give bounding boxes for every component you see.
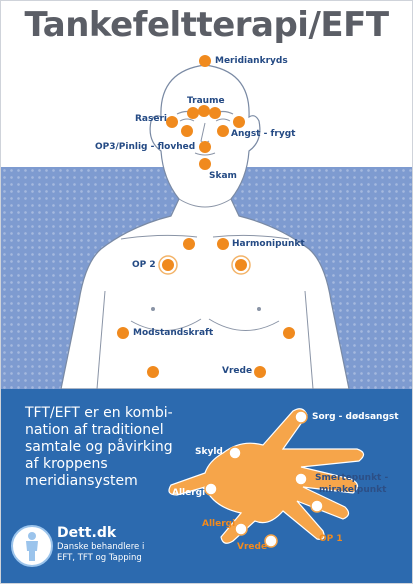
point-raseri-left [166,116,178,128]
label-vrede-hand: Vrede [237,542,268,552]
logo-person-icon [11,525,53,567]
point-angst-right [233,116,245,128]
label-skyld: Skyld [195,447,223,457]
neck-line [178,198,232,208]
hand-point-smertepunkt [294,472,308,486]
hand-point-allergi-orange [234,522,248,536]
label-raseri: Raseri [135,114,167,124]
label-modstandskraft: Modstandskraft [133,328,214,338]
left-eye [179,118,195,122]
label-op3: OP3/Pinlig - flovhed [95,142,196,152]
logo-tagline: Danske behandlere i EFT, TFT og Tapping [57,542,177,564]
info-line: samtale og påvirking [25,439,173,455]
point-meridiankryds [199,55,211,67]
collarbone-left [120,234,198,240]
info-line: af kroppens [25,456,108,472]
chest-right [208,318,280,331]
label-op2: OP 2 [132,260,156,270]
label-smertepunkt: Smertepunkt - [315,473,389,483]
hand-point-skyld [228,446,242,460]
info-text: TFT/EFT er en kombi- nation af tradition… [25,405,200,490]
chest-left [130,318,202,331]
hand-point-vrede [264,534,278,548]
hand-point-op1 [310,499,324,513]
hand-point-sorg [294,410,308,424]
info-line: nation af traditionel [25,422,164,438]
logo-block[interactable]: Dett.dk Danske behandlere i EFT, TFT og … [9,523,179,573]
label-traume: Traume [187,96,225,106]
point-traume [198,105,210,117]
info-line: meridiansystem [25,473,138,489]
label-mirakelpunkt: mirakelpunkt [319,485,387,495]
point-under-eye-right [217,125,229,137]
mouth [194,152,216,156]
nipple-right [257,307,261,311]
point-skam [199,158,211,170]
nipple-left [151,307,155,311]
point-vrede [254,366,266,378]
point-op2-right-ring [231,255,251,275]
label-allergi-orange: Allergi [202,519,236,529]
label-op1: OP 1 [319,534,343,544]
right-eye [215,118,231,122]
logo-name: Dett.dk [57,525,117,541]
info-line: TFT/EFT er en kombi- [25,405,173,421]
label-allergi-white: Allergi [172,488,206,498]
point-bottom-left [147,366,159,378]
point-modstandskraft [117,327,129,339]
point-op3 [199,141,211,153]
logo-tagline-line: EFT, TFT og Tapping [57,553,142,563]
collarbone-right [212,234,290,240]
poster-title: Tankefeltterapi/EFT [24,5,389,45]
point-op2-ring [158,255,178,275]
label-meridiankryds: Meridiankryds [215,56,288,66]
label-vrede: Vrede [222,366,253,376]
label-skam: Skam [209,171,237,181]
arm-left-line [96,290,106,390]
label-sorg-doedsangst: Sorg - dødsangst [312,412,399,422]
arm-right-line [304,290,314,390]
point-harmonipunkt [217,238,229,250]
point-eye-inner-left [187,107,199,119]
hand-point-allergi-white [204,482,218,496]
label-angst-frygt: Angst - frygt [231,129,296,139]
point-eye-inner-right [209,107,221,119]
label-harmonipunkt: Harmonipunkt [232,239,305,249]
logo-tagline-line: Danske behandlere i [57,542,145,552]
point-collar-left [183,238,195,250]
point-side-right [283,327,295,339]
point-under-eye-left [181,125,193,137]
